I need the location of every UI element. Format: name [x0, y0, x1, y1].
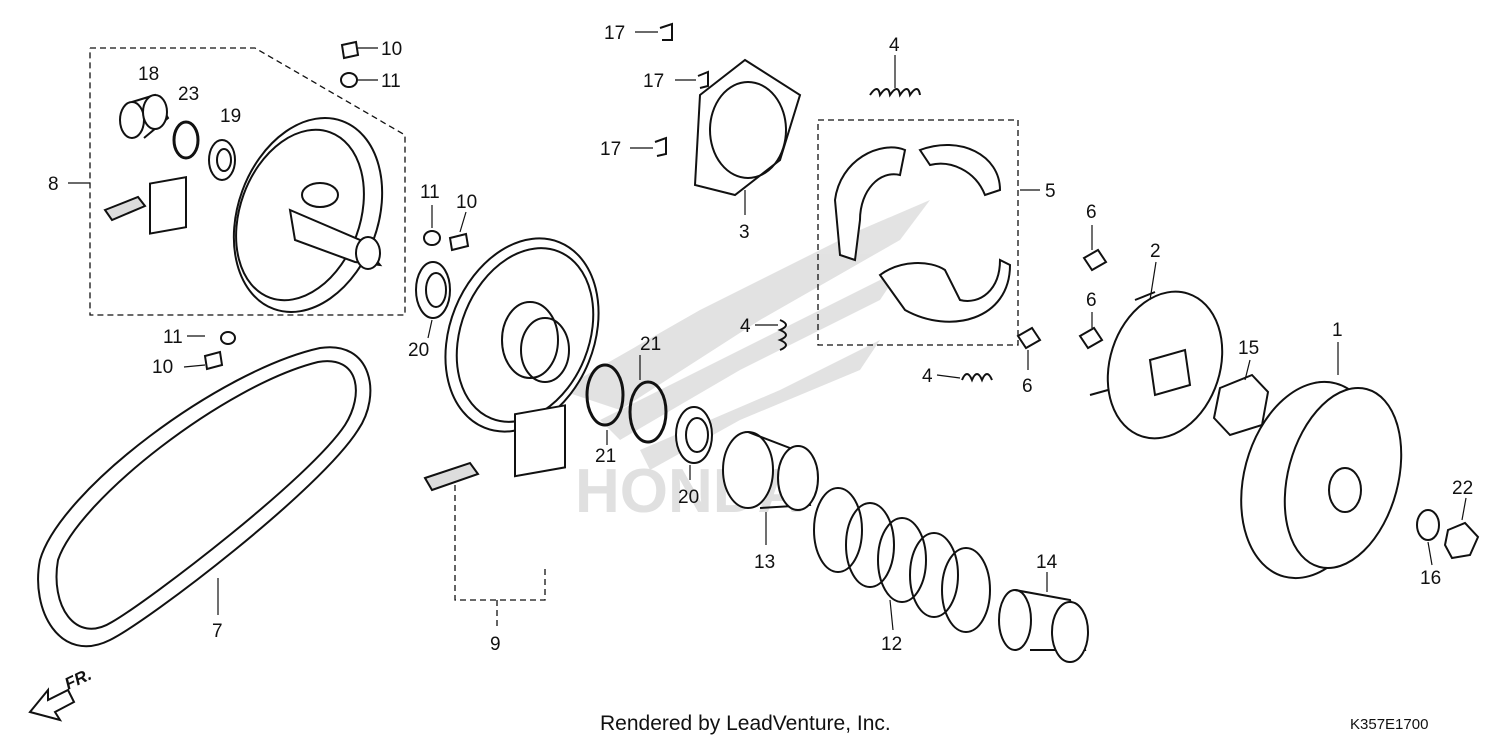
callout-17: 17 — [643, 71, 664, 92]
nut-6-top — [1082, 248, 1108, 272]
callout-10: 10 — [456, 192, 477, 213]
callout-20: 20 — [408, 340, 429, 361]
callout-6: 6 — [1086, 290, 1097, 311]
washer-11-left — [220, 331, 236, 345]
clip-17-b — [697, 70, 709, 89]
callout-17: 17 — [604, 23, 625, 44]
clutch-spring-4-top — [869, 88, 921, 98]
callout-11: 11 — [381, 71, 401, 92]
callout-8: 8 — [48, 174, 59, 195]
callout-2: 2 — [1150, 241, 1161, 262]
needle-bearing-18 — [119, 93, 170, 139]
callout-4: 4 — [740, 316, 751, 337]
grease-tube-group-9 — [423, 461, 480, 492]
clutch-spring-4-mid — [777, 319, 787, 351]
snap-ring-23 — [172, 120, 200, 160]
callout-14: 14 — [1036, 552, 1058, 573]
callout-23: 23 — [178, 84, 199, 105]
driven-face-spring-12 — [813, 487, 991, 633]
callout-5: 5 — [1045, 181, 1056, 202]
grease-tube-group-8 — [103, 195, 147, 222]
clutch-outer-1 — [1240, 380, 1403, 580]
callout-7: 7 — [212, 621, 223, 642]
washer-11-mid — [423, 230, 441, 246]
callout-4: 4 — [922, 366, 933, 387]
group-box-5 — [817, 119, 1019, 346]
callout-4: 4 — [889, 35, 900, 56]
callout-21: 21 — [595, 446, 616, 467]
bolt-10-top — [340, 40, 360, 60]
callout-17: 17 — [600, 139, 621, 160]
clutch-spring-4-low — [961, 373, 993, 383]
drive-belt-7 — [37, 346, 372, 648]
callout-10: 10 — [152, 357, 173, 378]
bolt-10-left — [203, 350, 224, 371]
clutch-plate-3 — [693, 58, 802, 197]
clutch-shoe-assembly-5 — [833, 144, 1012, 323]
leader-lines — [68, 31, 1467, 631]
callout-11: 11 — [420, 182, 440, 203]
seal-collar-13 — [722, 431, 819, 511]
callout-6: 6 — [1086, 202, 1097, 223]
callout-12: 12 — [881, 634, 902, 655]
washer-11-top — [340, 72, 358, 88]
front-direction-label: FR. — [62, 665, 95, 694]
callout-22: 22 — [1452, 478, 1473, 499]
clip-17-a — [659, 22, 673, 41]
spring-collar-14 — [998, 589, 1089, 663]
group-bracket-9 — [454, 485, 546, 601]
callout-9: 9 — [490, 634, 501, 655]
instruction-card-group-8 — [149, 176, 187, 235]
diagram-code: K357E1700 — [1350, 716, 1429, 733]
oil-seal-20-left — [415, 261, 451, 319]
callout-6: 6 — [1022, 376, 1033, 397]
bolt-10-mid — [448, 232, 470, 252]
instruction-card-group-9 — [514, 404, 566, 478]
o-ring-21-b — [628, 380, 668, 444]
footer-credit: Rendered by LeadVenture, Inc. — [600, 712, 891, 735]
callout-1: 1 — [1332, 320, 1343, 341]
clutch-nut-15 — [1212, 373, 1270, 437]
oil-seal-20-right — [675, 406, 713, 464]
callout-19: 19 — [220, 106, 241, 127]
nut-6-mid — [1078, 326, 1104, 350]
nut-22 — [1443, 521, 1480, 560]
driven-pulley-face — [444, 237, 600, 433]
callout-13: 13 — [754, 552, 775, 573]
callout-3: 3 — [739, 222, 750, 243]
callout-21: 21 — [640, 334, 661, 355]
callout-11: 11 — [163, 327, 183, 348]
oil-seal-19 — [208, 139, 236, 181]
callout-20: 20 — [678, 487, 699, 508]
drive-pulley-face — [232, 117, 384, 313]
callout-15: 15 — [1238, 338, 1259, 359]
drive-plate-2 — [1089, 290, 1224, 440]
callout-10: 10 — [381, 39, 402, 60]
callout-18: 18 — [138, 64, 159, 85]
washer-16 — [1416, 509, 1440, 541]
o-ring-21-a — [585, 363, 625, 427]
callout-16: 16 — [1420, 568, 1441, 589]
nut-6-low — [1016, 326, 1042, 350]
clip-17-c — [654, 136, 667, 157]
front-direction-arrow: FR. — [28, 665, 95, 722]
